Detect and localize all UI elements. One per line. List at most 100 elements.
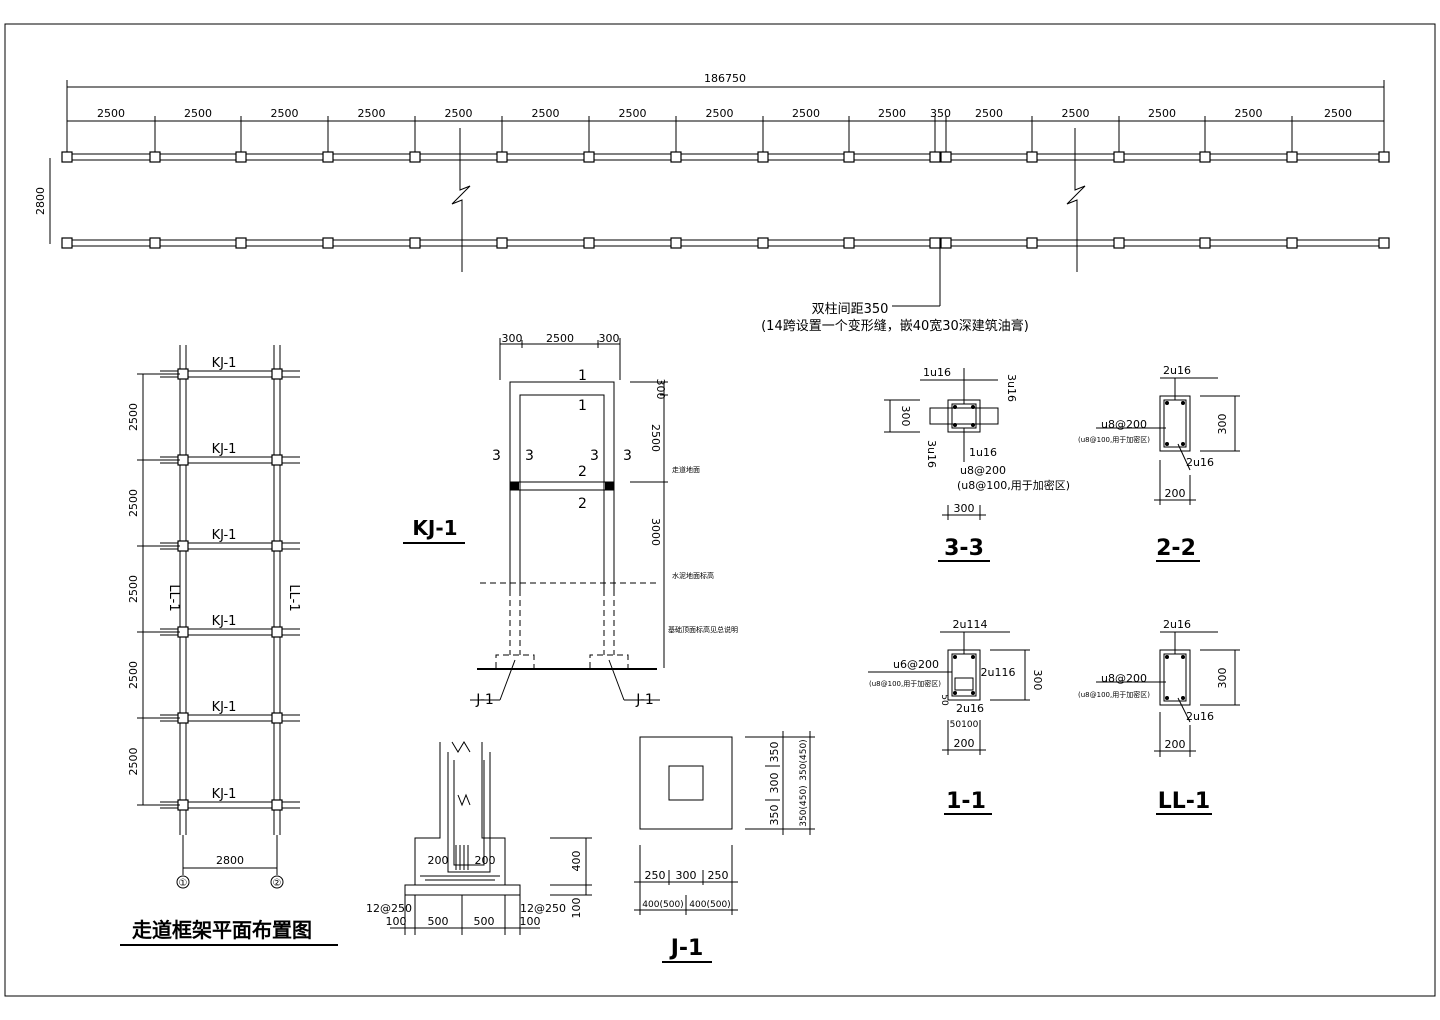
plan-column — [583, 151, 595, 163]
frame-right-dim-1: 300 — [654, 379, 667, 400]
kj1-frame-elevation: KJ-1 300 2500 300 1 1 2 2 3 3 3 3 — [403, 332, 738, 708]
plan-column — [1378, 237, 1390, 249]
span-dim: 2500 — [1148, 107, 1176, 120]
frame-dim-mid: 2500 — [546, 332, 574, 345]
s11-sub-2: 50100 — [950, 720, 979, 730]
plan-column — [757, 151, 769, 163]
cut-3-a: 3 — [492, 448, 501, 464]
sll-h: 300 — [1216, 668, 1229, 689]
kj1-beam-label: KJ-1 — [212, 442, 237, 457]
footing-label-left: J-1 — [475, 692, 494, 708]
link-beam-left: LL-1 — [166, 584, 181, 611]
section-2-2: 2u16 u8@200 (u8@100,用于加密区) 2u16 300 200 … — [1078, 364, 1240, 562]
plan-column — [1286, 151, 1298, 163]
sll-title: LL-1 — [1158, 789, 1210, 814]
link-beam-right: LL-1 — [286, 584, 301, 611]
span-dim: 2500 — [445, 107, 473, 120]
fp-dim-b3: 250 — [708, 869, 729, 882]
cut-3-d: 3 — [623, 448, 632, 464]
s33-side-bar: 3u16 — [1005, 374, 1018, 402]
fp-dim-r2: 300 — [768, 773, 781, 794]
fp-dim-b4: 400(500) — [642, 900, 683, 910]
sll-top-bar: 2u16 — [1163, 618, 1191, 631]
plan-column — [496, 237, 508, 249]
corridor-frame-plan: KJ-1KJ-1KJ-1KJ-1KJ-1KJ-1 250025002500250… — [120, 345, 338, 946]
depth-dim: 2800 — [34, 187, 47, 215]
cut-3-c: 3 — [590, 448, 599, 464]
s33-stirrup-note: (u8@100,用于加密区) — [957, 478, 1070, 492]
kj1-beam-label: KJ-1 — [212, 700, 237, 715]
s11-top-bar: 2u114 — [953, 618, 988, 631]
plan-column — [1026, 151, 1038, 163]
footing-dim-200-l: 200 — [428, 854, 449, 867]
plan-column — [1199, 151, 1211, 163]
span-dim: 2500 — [878, 107, 906, 120]
plan-column — [757, 237, 769, 249]
plan-column — [843, 237, 855, 249]
s22-title: 2-2 — [1156, 536, 1196, 561]
corridor-column — [271, 454, 283, 466]
sll-stirrup: u8@200 — [1101, 672, 1147, 685]
expansion-note-1: 双柱间距350 — [812, 302, 889, 317]
plan-column — [409, 151, 421, 163]
span-dim: 2500 — [1062, 107, 1090, 120]
span-dim: 2500 — [1324, 107, 1352, 120]
footing-rebar-right: 12@250 — [520, 902, 566, 915]
plan-column — [149, 151, 161, 163]
plan-column — [322, 237, 334, 249]
plan-column — [496, 151, 508, 163]
fp-dim-b5: 400(500) — [689, 900, 730, 910]
s11-h: 300 — [1031, 670, 1044, 691]
fp-dim-r1: 350 — [768, 742, 781, 763]
s22-stirrup-note: (u8@100,用于加密区) — [1078, 435, 1150, 444]
plan-column — [409, 237, 421, 249]
plan-column — [235, 237, 247, 249]
plan-column — [61, 237, 73, 249]
cut-3-b: 3 — [525, 448, 534, 464]
section-1-1: 2u114 u6@200 (u8@100,用于加密区) 2u116 2u16 5… — [868, 618, 1044, 815]
span-dim: 2500 — [792, 107, 820, 120]
corridor-width-dim: 2800 — [216, 854, 244, 867]
plan-column — [1113, 151, 1125, 163]
plan-column — [1286, 237, 1298, 249]
s11-bot-bar: 2u16 — [956, 702, 984, 715]
footing-bot-dim-2: 500 — [428, 915, 449, 928]
span-dim: 2500 — [619, 107, 647, 120]
s33-top-bar: 1u16 — [923, 366, 951, 379]
cut-2-bot: 2 — [578, 496, 587, 512]
fp-dim-r3: 350 — [768, 805, 781, 826]
corridor-column — [271, 799, 283, 811]
plan-column — [235, 151, 247, 163]
footing-bot-dim-1: 100 — [386, 915, 407, 928]
plan-column — [940, 237, 952, 249]
plan-column — [670, 237, 682, 249]
span-dim: 2500 — [1235, 107, 1263, 120]
s33-bot-bar: 1u16 — [969, 446, 997, 459]
span-dim: 2500 — [97, 107, 125, 120]
plan-column — [929, 151, 941, 163]
plan-column — [149, 237, 161, 249]
footing-bot-dim-4: 100 — [520, 915, 541, 928]
kj1-beam-label: KJ-1 — [212, 614, 237, 629]
s33-h: 300 — [899, 406, 912, 427]
footing-plan: 250 300 250 400(500) 400(500) 350 300 35… — [634, 731, 815, 963]
s22-top-bar: 2u16 — [1163, 364, 1191, 377]
plan-column — [1026, 237, 1038, 249]
cut-2-top: 2 — [578, 464, 587, 480]
sll-stirrup-note: (u8@100,用于加密区) — [1078, 690, 1150, 699]
corridor-column — [271, 368, 283, 380]
kj1-label: KJ-1 — [412, 516, 457, 540]
fp-dim-b1: 250 — [645, 869, 666, 882]
footing-base-dim: 100 — [570, 898, 583, 919]
span-dim: 2500 — [532, 107, 560, 120]
plan-column — [322, 151, 334, 163]
s11-title: 1-1 — [946, 789, 986, 814]
footing-section: 200 200 100 500 500 100 12@250 12@250 40… — [366, 741, 592, 935]
plan-column — [61, 151, 73, 163]
axis-1: ① — [179, 878, 188, 889]
corridor-bay-dim: 2500 — [127, 489, 140, 517]
kj1-beam-label: KJ-1 — [212, 787, 237, 802]
level-note-1: 走道地面 — [672, 465, 700, 474]
